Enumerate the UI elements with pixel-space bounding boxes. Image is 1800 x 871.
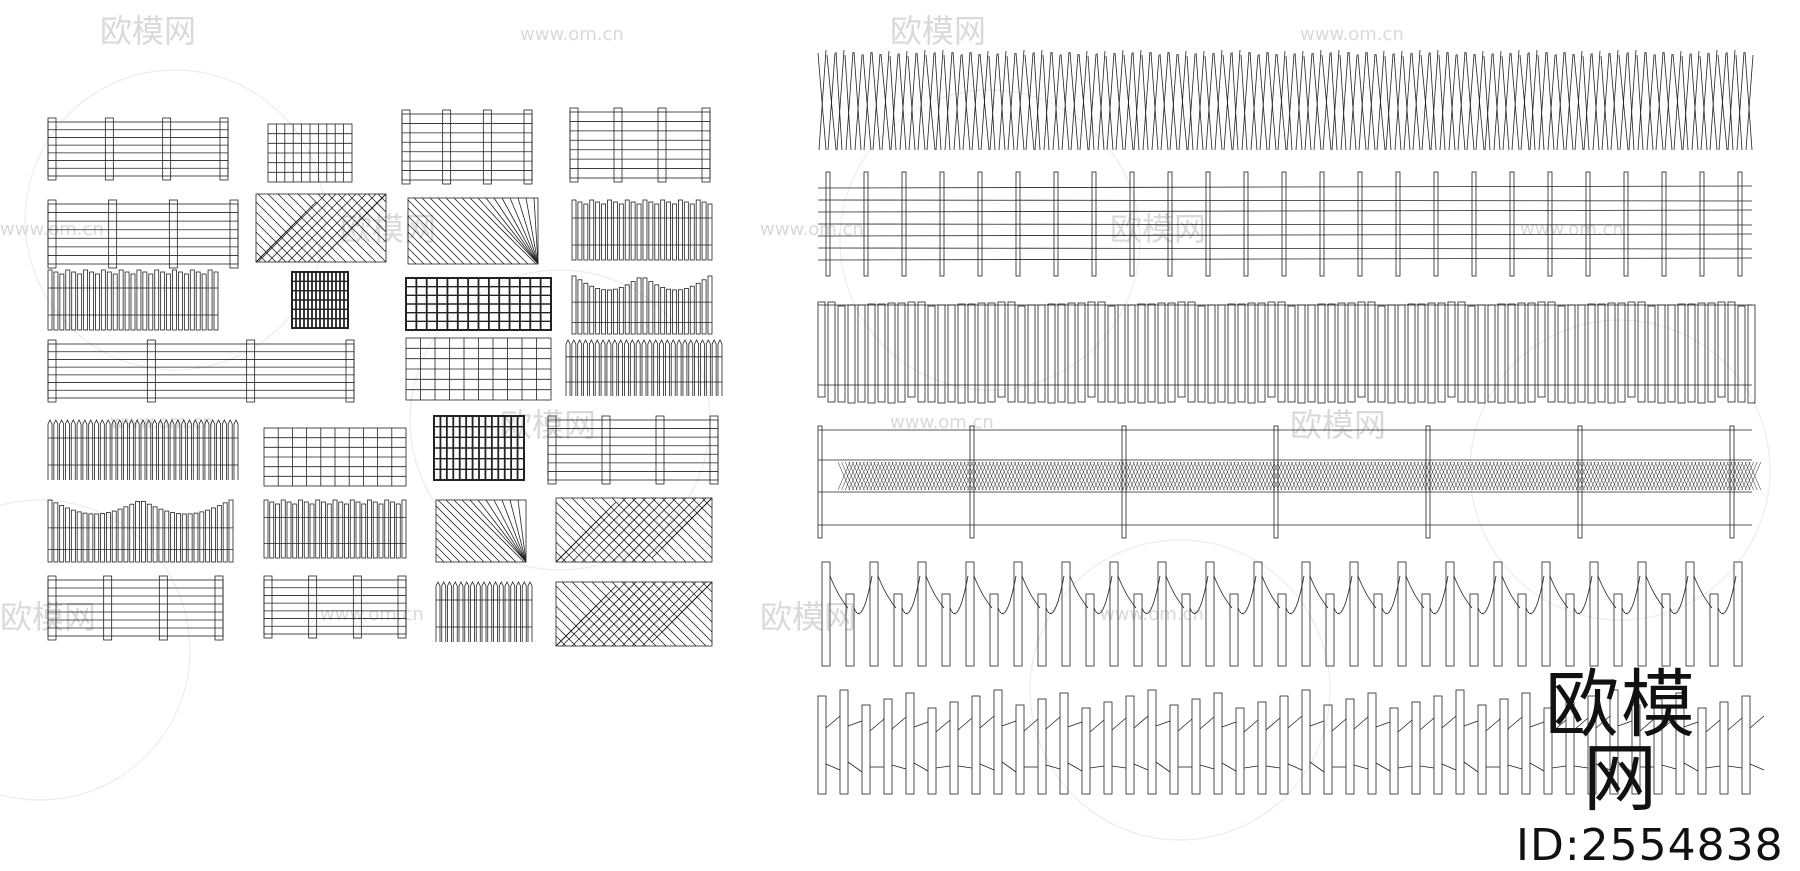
fence-symbol-lattice-top-fence <box>263 427 407 487</box>
fence-symbol-fan-lattice-gate <box>555 581 713 647</box>
fence-symbol-grid-lattice-fence <box>405 337 552 401</box>
fence-symbol-wave-top-picket <box>571 275 713 335</box>
model-id-label: ID:2554838 <box>1516 820 1784 871</box>
watermark-url-text: www.om.cn <box>890 412 994 433</box>
fence-row-rustic-branch-fence <box>817 689 1765 795</box>
fence-symbol-stacked-plank-wall <box>569 107 711 183</box>
fence-symbol-dark-grid-gate <box>433 415 525 481</box>
fence-symbol-louvered-panel <box>401 109 533 185</box>
watermark-logo-text: 欧模网 <box>1110 210 1206 248</box>
fence-symbol-pointed-picket-fence <box>47 419 239 480</box>
fence-symbol-dense-vertical-gate <box>405 277 552 331</box>
brand-block: 欧模网 ID:2554838 <box>1516 662 1784 871</box>
watermark-url-text: www.om.cn <box>520 24 624 45</box>
watermark-logo-text: 欧模网 <box>890 12 986 50</box>
fence-row-crossed-stake-fence <box>817 49 1754 151</box>
watermark-url-text: www.om.cn <box>1520 219 1624 240</box>
fence-symbol-pointed-picket-short <box>435 581 533 642</box>
watermark-url-text: www.om.cn <box>760 219 864 240</box>
fence-symbol-diamond-lattice-scalloped <box>255 193 387 263</box>
fence-symbol-vertical-slat-fence <box>47 269 219 331</box>
left-fence-sheet <box>47 107 723 647</box>
watermark-logo-text: 欧模网 <box>760 598 856 636</box>
brand-name: 欧模网 <box>1545 662 1697 822</box>
fence-symbol-double-door-gate <box>291 271 349 329</box>
fence-symbol-arched-picket-gate <box>47 499 234 563</box>
watermark-url-text: www.om.cn <box>1300 24 1404 45</box>
fence-symbol-horizontal-slat-gate <box>47 575 224 641</box>
fence-symbol-horizontal-plank-gate <box>47 117 229 181</box>
watermark-logo-text: 欧模网 <box>100 12 196 50</box>
fence-symbol-vertical-board-fence <box>263 499 407 559</box>
watermark-url-text: www.om.cn <box>1100 604 1204 625</box>
watermark-url-text: www.om.cn <box>320 604 424 625</box>
fence-symbol-picket-fence-irregular <box>571 199 713 261</box>
fence-row-irregular-board-fence <box>817 301 1756 404</box>
fence-symbol-arched-lattice-gate <box>555 497 713 563</box>
fence-symbol-dense-picket-fence <box>565 339 723 396</box>
fence-row-lattice-band-fence <box>817 425 1762 539</box>
fence-symbol-diagonal-gate-porthole <box>435 499 527 563</box>
fence-symbol-horizontal-rail-fence <box>47 199 239 269</box>
fence-row-rope-and-post-fence <box>821 561 1743 667</box>
fence-symbol-horizontal-slat-long <box>263 575 407 639</box>
fence-row-woven-rail-fence <box>817 171 1753 277</box>
fence-symbol-diagonal-board-fence <box>407 197 539 265</box>
fence-symbol-lattice-arch-panel <box>267 123 353 183</box>
right-fence-sheet <box>817 49 1765 795</box>
fence-symbol-panel-wall-fence <box>47 339 355 403</box>
fence-symbol-horizontal-plank-posts <box>547 415 719 485</box>
watermark-logo-text: 欧模网 <box>1290 406 1386 444</box>
